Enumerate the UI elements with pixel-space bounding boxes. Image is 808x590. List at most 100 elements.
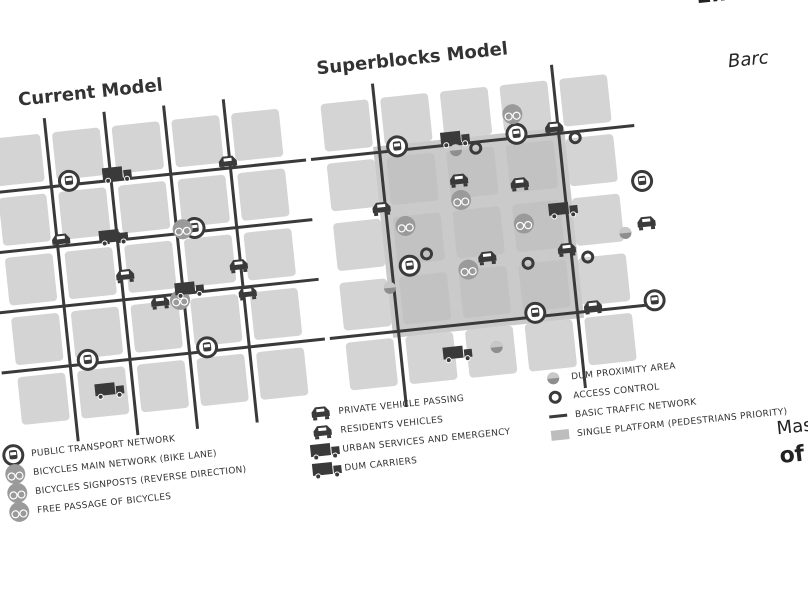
city-block <box>345 338 398 391</box>
car-icon <box>637 216 656 231</box>
city-block <box>465 325 518 378</box>
access-control-icon <box>581 250 595 264</box>
single-platform <box>373 126 585 338</box>
truck-icon <box>98 228 129 247</box>
current-model-title: Current Model <box>17 75 164 111</box>
bus-icon <box>524 301 547 324</box>
access-control-icon <box>469 141 483 155</box>
street-line <box>1 337 326 375</box>
city-block <box>52 127 105 180</box>
dum-area-icon <box>490 341 503 354</box>
access-control-icon <box>548 390 562 404</box>
bicycle-icon <box>502 104 523 125</box>
truck-icon <box>439 130 471 149</box>
truck-icon <box>94 382 125 400</box>
city-block <box>0 193 51 246</box>
car-icon <box>478 251 497 266</box>
car-icon <box>151 295 170 310</box>
city-block <box>184 234 237 287</box>
city-block <box>111 121 164 174</box>
legend-middle-item: DUM CARRIERS <box>344 456 418 474</box>
dum-area-icon <box>619 226 632 239</box>
city-block <box>524 319 577 372</box>
bicycle-icon <box>513 213 534 234</box>
truck-icon <box>101 166 132 184</box>
street-line-swatch <box>549 413 568 419</box>
car-icon <box>545 121 564 136</box>
legend-right-item: DUM PROXIMITY AREA <box>571 361 677 382</box>
bus-icon <box>196 336 219 359</box>
bus-icon <box>505 122 528 145</box>
access-control-icon <box>521 256 535 270</box>
dum-area-icon <box>449 144 462 157</box>
truck-icon <box>311 461 342 480</box>
legend-right-item: BASIC TRAFFIC NETWORK <box>575 397 698 420</box>
truck-icon <box>309 443 340 461</box>
bus-icon <box>57 169 80 192</box>
city-block <box>326 159 379 212</box>
dum-area-icon <box>547 372 560 385</box>
car-icon <box>52 233 71 248</box>
bus-icon <box>2 444 25 467</box>
bicycle-icon <box>9 501 30 522</box>
car-icon <box>311 406 330 421</box>
bicycle-icon <box>169 289 190 310</box>
car-icon <box>313 425 332 440</box>
bicycle-icon <box>458 259 479 280</box>
city-block <box>196 353 249 406</box>
current-model: Current Model <box>0 75 326 442</box>
street-line <box>370 83 408 407</box>
bus-icon <box>398 254 421 277</box>
car-icon <box>116 269 135 284</box>
city-block <box>0 134 45 187</box>
car-icon <box>510 177 530 192</box>
truck-icon <box>174 281 205 299</box>
truck-icon <box>547 201 579 220</box>
car-icon <box>229 259 249 274</box>
city-block <box>559 74 612 127</box>
street-line <box>42 117 80 442</box>
city-block <box>571 193 624 246</box>
bus-icon <box>631 169 654 192</box>
legend-middle-item: RESIDENTS VEHICLES <box>340 415 444 436</box>
bicycle-icon <box>5 464 26 485</box>
city-block <box>136 360 189 413</box>
city-block <box>380 93 433 146</box>
street-line <box>0 158 307 196</box>
city-block <box>171 115 224 168</box>
city-block <box>231 108 284 161</box>
city-block <box>64 247 117 300</box>
right-city-text: Barc <box>727 47 770 73</box>
city-block <box>578 253 631 306</box>
superblocks-model-title: Superblocks Model <box>315 38 508 79</box>
city-block <box>440 87 493 139</box>
access-control-icon <box>420 247 434 261</box>
city-block <box>17 372 70 425</box>
city-block <box>11 313 64 366</box>
city-block <box>250 287 302 340</box>
street-line <box>162 105 200 429</box>
superblocks-model: Superblocks Model <box>310 38 666 407</box>
platform-swatch <box>550 429 570 441</box>
bicycle-icon <box>7 482 28 503</box>
bus-icon <box>386 135 409 158</box>
access-control-icon <box>568 131 582 145</box>
legend-middle-item: PRIVATE VEHICLE PASSING <box>338 394 465 417</box>
bicycle-icon <box>172 219 193 240</box>
city-block <box>584 313 637 366</box>
car-icon <box>583 300 603 315</box>
city-block <box>243 228 296 281</box>
car-icon <box>372 201 391 217</box>
city-block <box>190 294 243 347</box>
city-block <box>256 347 309 400</box>
right-bottom-line1: Mas <box>775 414 808 440</box>
street-line <box>310 123 635 161</box>
street-line <box>549 64 587 389</box>
street-line <box>0 218 313 256</box>
city-block <box>5 253 58 306</box>
